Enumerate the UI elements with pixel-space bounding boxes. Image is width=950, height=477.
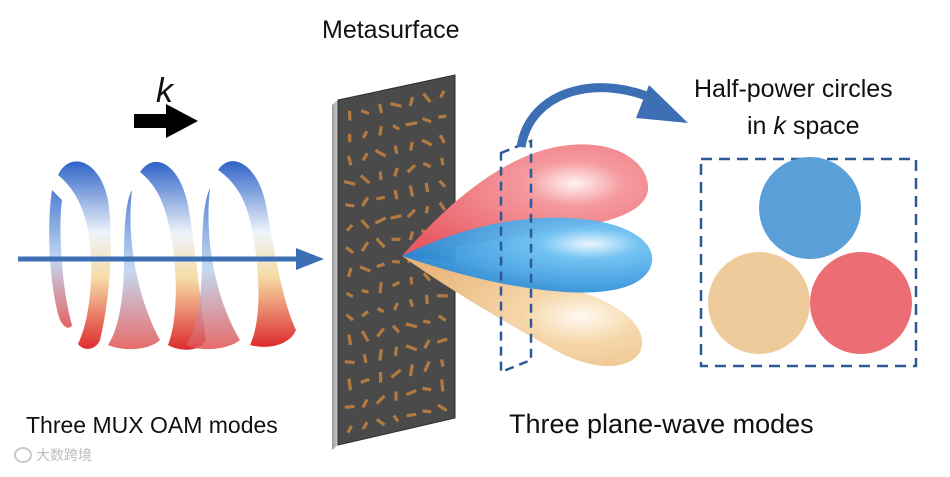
- metasurface-label: Metasurface: [322, 16, 460, 45]
- antenna-element: [392, 238, 401, 241]
- helix-turn-3: [186, 161, 296, 349]
- red-half-power-circle: [810, 252, 912, 354]
- oam-helix-beam: [49, 161, 296, 350]
- watermark-logo-icon: [14, 447, 32, 463]
- half-power-line2-suffix: space: [786, 112, 860, 140]
- oam-modes-caption: Three MUX OAM modes: [26, 412, 278, 439]
- antenna-element: [425, 295, 429, 304]
- antenna-element: [379, 372, 382, 383]
- curved-mapping-arrow: [521, 85, 688, 147]
- antenna-element: [410, 277, 413, 284]
- half-power-line2-prefix: in: [747, 112, 773, 140]
- half-power-title-line2: in k space: [747, 112, 860, 141]
- antenna-element: [348, 111, 352, 121]
- antenna-element: [348, 134, 351, 142]
- tan-half-power-circle: [708, 252, 810, 354]
- helix-turn-1: [49, 161, 111, 349]
- half-power-k-symbol: k: [773, 112, 786, 140]
- antenna-element: [392, 260, 400, 264]
- plane-wave-modes-caption: Three plane-wave modes: [509, 409, 814, 440]
- watermark-text: 大数跨境: [36, 445, 92, 465]
- antenna-element: [437, 294, 448, 297]
- blue-half-power-circle: [759, 157, 861, 259]
- half-power-title-line1: Half-power circles: [694, 75, 893, 104]
- wavevector-label: k: [156, 72, 173, 111]
- helix-turn-2: [108, 162, 206, 350]
- antenna-element: [394, 392, 397, 401]
- propagation-axis-arrow: [18, 248, 324, 270]
- watermark: 大数跨境: [14, 445, 92, 465]
